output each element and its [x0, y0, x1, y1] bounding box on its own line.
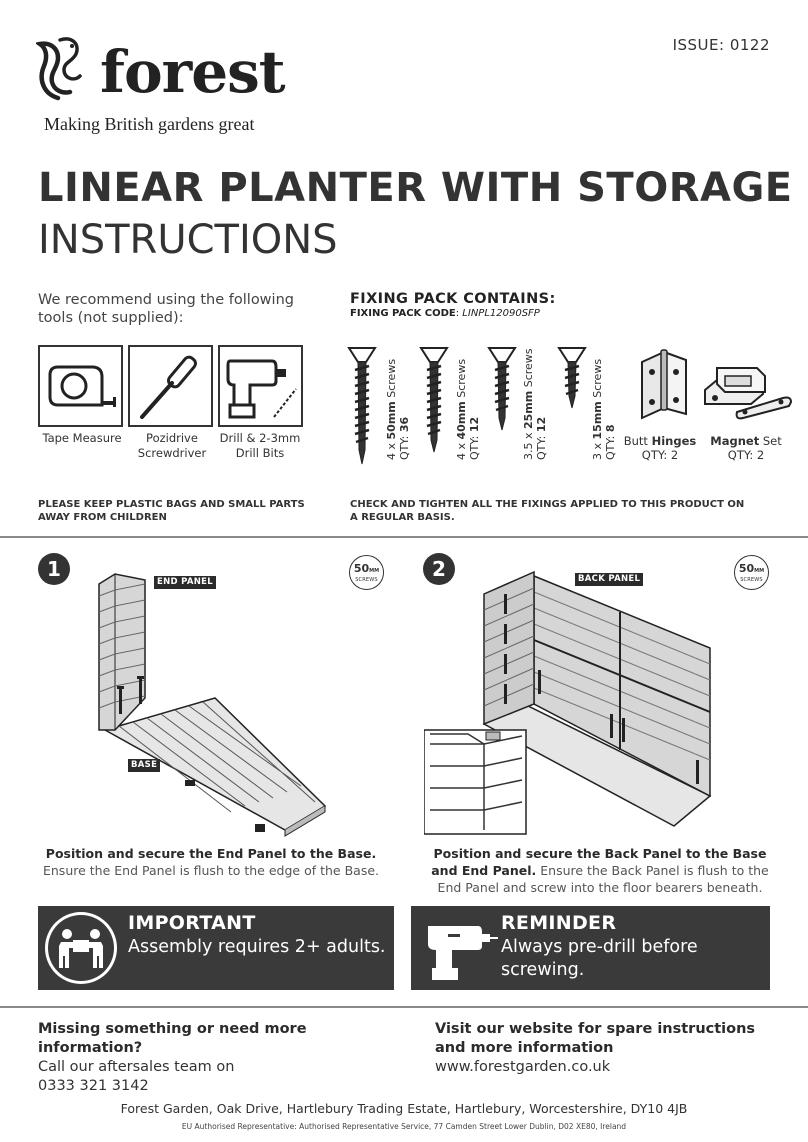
step-1-illustration [98, 573, 327, 837]
page-subtitle: INSTRUCTIONS [38, 217, 338, 263]
step-1-caption: Position and secure the End Panel to the… [42, 846, 379, 878]
step-2-number: 2 [423, 553, 455, 585]
aftersales-contact: Missing something or need more informati… [38, 1020, 408, 1096]
footer-divider [0, 1006, 808, 1008]
step-1-base-tag: BASE [128, 759, 161, 772]
drill-icon [226, 359, 297, 419]
screw-25mm-icon [487, 347, 517, 431]
tape-measure-icon [48, 365, 116, 407]
section-divider [0, 536, 808, 538]
important-banner: IMPORTANT Assembly requires 2+ adults. [38, 906, 394, 990]
website-info: Visit our website for spare instructions… [435, 1020, 785, 1077]
eu-representative: EU Authorised Representative: Authorised… [181, 1122, 627, 1131]
butt-hinge-icon [641, 349, 687, 420]
two-people-carrying-icon [45, 912, 117, 984]
brand-tagline: Making British gardens great [44, 114, 255, 134]
aftersales-phone[interactable]: 0333 321 3142 [38, 1078, 149, 1094]
fixing-pack-title: FIXING PACK CONTAINS: [350, 291, 556, 307]
important-title: IMPORTANT [128, 912, 256, 934]
step-1-end-panel-tag: END PANEL [154, 576, 216, 589]
issue-number: ISSUE: 0122 [672, 36, 770, 54]
screwdriver-tool [128, 345, 213, 427]
screws-illustration [347, 347, 587, 465]
tool-label-tape: Tape Measure [42, 431, 122, 445]
screwdriver-icon [140, 355, 197, 419]
step-2-caption: Position and secure the Back Panel to th… [431, 846, 769, 895]
website-link[interactable]: www.forestgarden.co.uk [435, 1059, 611, 1075]
magnet-set-icon [704, 367, 793, 420]
aftersales-heading: Missing something or need more informati… [38, 1021, 307, 1056]
tools-intro: We recommend using the following tools (… [38, 292, 294, 326]
brand-wordmark: forest [100, 38, 286, 106]
child-safety-warning: PLEASE KEEP PLASTIC BAGS AND SMALL PARTS… [38, 499, 305, 523]
maintenance-warning: CHECK AND TIGHTEN ALL THE FIXINGS APPLIE… [350, 499, 745, 523]
company-address: Forest Garden, Oak Drive, Hartlebury Tra… [120, 1101, 688, 1116]
step-2-illustration [424, 570, 712, 835]
screw-50mm-icon [347, 347, 377, 465]
screw-40mm-icon [419, 347, 449, 453]
step-1-number: 1 [38, 553, 70, 585]
step-2-back-panel-tag: BACK PANEL [575, 573, 644, 586]
fixing-pack-code: FIXING PACK CODE: LINPL12090SFP [350, 308, 540, 319]
reminder-title: REMINDER [501, 912, 617, 934]
page-title: LINEAR PLANTER WITH STORAGE [38, 165, 793, 211]
screw-15mm-icon [557, 347, 587, 409]
drill-tool [218, 345, 303, 427]
important-text: Assembly requires 2+ adults. [128, 937, 386, 957]
aftersales-line: Call our aftersales team on [38, 1059, 235, 1075]
reminder-text: Always pre-drill before screwing. [501, 937, 698, 980]
reminder-banner: REMINDER Always pre-drill before screwin… [411, 906, 770, 990]
website-heading: Visit our website for spare instructions… [435, 1021, 756, 1056]
tape-measure-tool [38, 345, 123, 427]
squirrel-logo-icon [36, 37, 82, 101]
drill-reminder-icon [418, 912, 498, 984]
